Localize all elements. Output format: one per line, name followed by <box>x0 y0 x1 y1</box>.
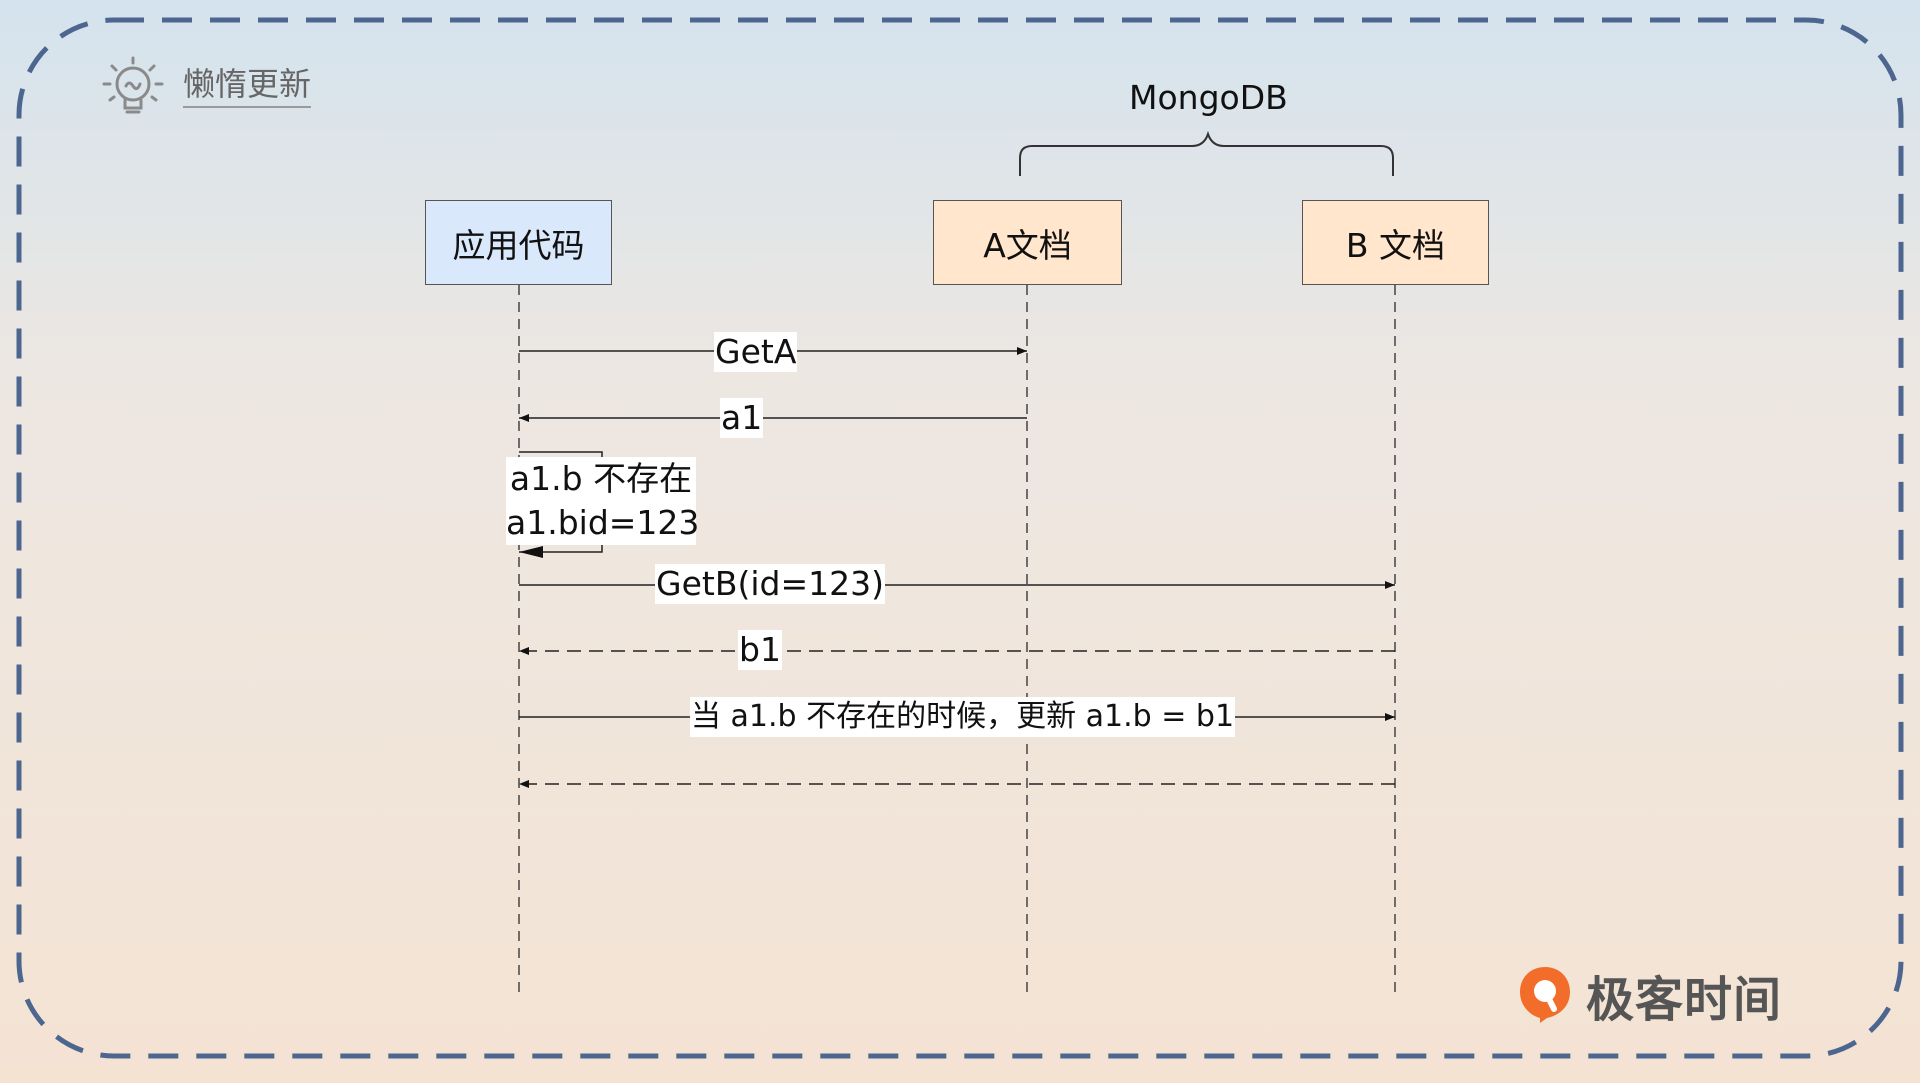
self-message-line-1: a1.b 不存在 <box>509 459 693 498</box>
group-label-mongodb: MongoDB <box>1129 78 1288 117</box>
brand-name: 极客时间 <box>1586 972 1783 1028</box>
participant-a-document: A文档 <box>933 200 1122 285</box>
brand-footer: 极客时间 <box>1516 960 1782 1030</box>
message-label-geta: GetA <box>714 332 798 372</box>
outer-dashed-frame <box>16 17 1904 1059</box>
message-label-b1: b1 <box>738 630 782 670</box>
self-message-line-2: a1.bid=123 <box>506 503 700 542</box>
participant-b-document: B 文档 <box>1302 200 1489 285</box>
message-label-a1: a1 <box>720 398 764 438</box>
page-title: 懒惰更新 <box>183 62 312 108</box>
participant-app-code: 应用代码 <box>425 200 612 285</box>
geektime-logo-icon <box>1520 967 1570 1023</box>
lightbulb-icon <box>102 56 164 114</box>
self-message-label: a1.b 不存在 a1.bid=123 <box>506 457 700 545</box>
mongodb-group-brace <box>1019 130 1394 176</box>
message-label-getb: GetB(id=123) <box>655 564 885 604</box>
message-label-update: 当 a1.b 不存在的时候，更新 a1.b = b1 <box>690 697 1236 737</box>
